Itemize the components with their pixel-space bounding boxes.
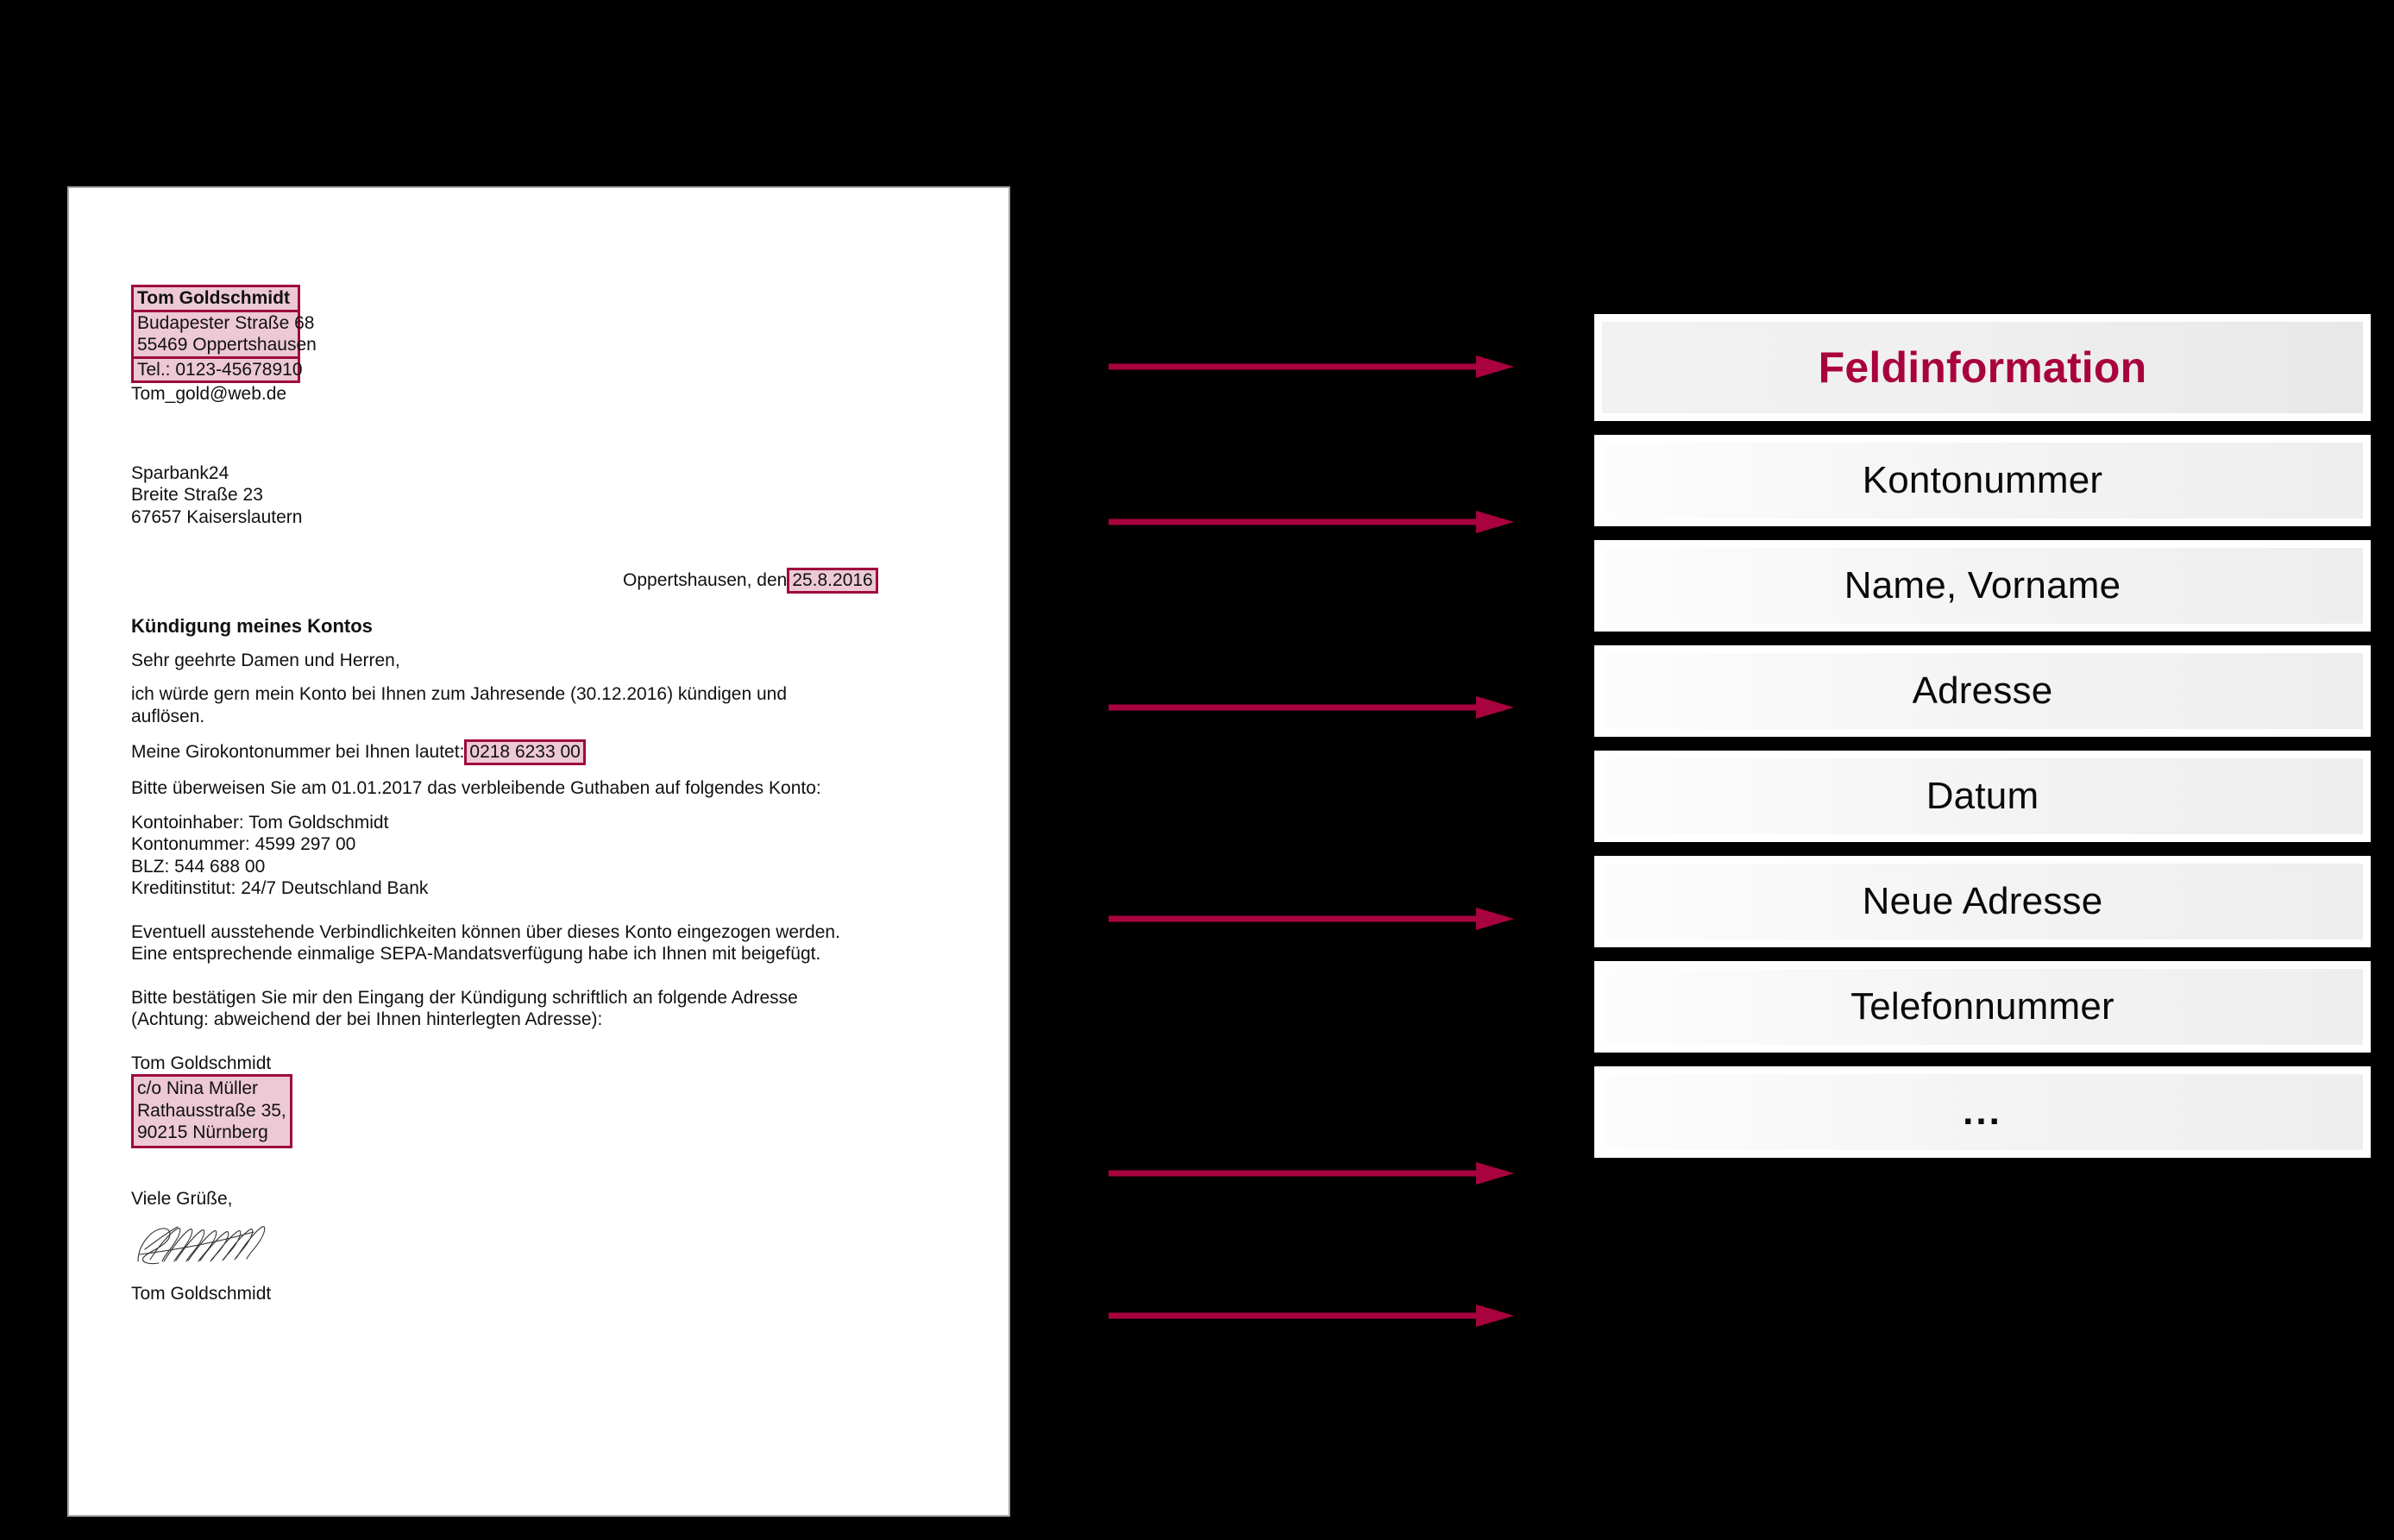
recipient-line-3: 67657 Kaiserslautern	[131, 506, 303, 527]
field-item-inner: Kontonummer	[1602, 443, 2363, 519]
letter-document-page: Tom Goldschmidt Budapester Straße 68 554…	[67, 186, 1010, 1517]
spacer	[131, 900, 974, 921]
field-panel-title: Feldinformation	[1818, 343, 2147, 392]
paragraph-line: Eventuell ausstehende Verbindlichkeiten …	[131, 921, 840, 942]
transfer-instruction-line: Bitte überweisen Sie am 01.01.2017 das v…	[131, 778, 821, 798]
field-item-adresse[interactable]: Adresse	[1594, 645, 2371, 737]
field-item-inner: ...	[1602, 1074, 2363, 1150]
bank-detail-row: Kontoinhaber: Tom Goldschmidt	[131, 812, 389, 833]
new-address-block: Tom Goldschmidt c/o Nina Müller Rathauss…	[131, 1053, 974, 1148]
recipient-line-2: Breite Straße 23	[131, 485, 263, 505]
salutation: Sehr geehrte Damen und Herren,	[131, 650, 400, 670]
field-panel-header: Feldinformation	[1594, 314, 2371, 421]
highlight-sender-name: Tom Goldschmidt	[131, 285, 300, 312]
highlight-account-number: 0218 6233 00	[464, 739, 586, 765]
highlight-sender-address: Budapester Straße 68 55469 Oppertshausen	[131, 311, 317, 359]
field-item-label: Name, Vorname	[1844, 564, 2121, 607]
spacer	[131, 594, 974, 615]
mapping-arrow	[1109, 906, 1514, 932]
field-item-label: Neue Adresse	[1862, 880, 2103, 922]
signature-image	[137, 1226, 266, 1265]
field-item-inner: Neue Adresse	[1602, 864, 2363, 940]
spacer	[131, 671, 974, 683]
field-item-inner: Datum	[1602, 758, 2363, 834]
spacer	[131, 727, 974, 739]
paragraph-line: auflösen.	[131, 706, 205, 726]
spacer	[131, 765, 974, 777]
date-prefix: Oppertshausen, den	[623, 570, 788, 590]
field-item-datum[interactable]: Datum	[1594, 751, 2371, 842]
sender-street: Budapester Straße 68	[137, 312, 315, 333]
field-item-label: Telefonnummer	[1850, 985, 2114, 1028]
sender-address-block: Tom Goldschmidt Budapester Straße 68 554…	[131, 285, 317, 383]
highlight-sender-phone: Tel.: 0123-45678910	[131, 358, 303, 383]
field-item-label: ...	[1963, 1091, 2002, 1133]
sender-phone: Tel.: 0123-45678910	[137, 359, 303, 380]
field-item-inner: Telefonnummer	[1602, 969, 2363, 1045]
spacer	[131, 1148, 974, 1188]
recipient-address-block: Sparbank24 Breite Straße 23 67657 Kaiser…	[131, 462, 974, 529]
signature-name: Tom Goldschmidt	[131, 1284, 272, 1304]
sender-email: Tom_gold@web.de	[131, 384, 287, 404]
mapping-arrows	[1109, 0, 1566, 1540]
field-panel-header-inner: Feldinformation	[1602, 322, 2363, 413]
field-item-label: Datum	[1926, 775, 2039, 817]
paragraph-line: ich würde gern mein Konto bei Ihnen zum …	[131, 684, 788, 704]
field-item-name-vorname[interactable]: Name, Vorname	[1594, 540, 2371, 632]
field-item-telefonnummer[interactable]: Telefonnummer	[1594, 961, 2371, 1053]
new-address-street: Rathausstraße 35,	[137, 1100, 286, 1121]
spacer	[131, 405, 974, 462]
highlight-date: 25.8.2016	[787, 568, 878, 594]
paragraph-line: Eine entsprechende einmalige SEPA-Mandat…	[131, 944, 821, 964]
new-address-name: Tom Goldschmidt	[131, 1053, 272, 1073]
sender-name: Tom Goldschmidt	[137, 288, 290, 308]
field-information-panel: Feldinformation Kontonummer Name, Vornam…	[1594, 314, 2371, 1158]
bank-detail-row: Kontonummer: 4599 297 00	[131, 834, 356, 854]
paragraph-line: Bitte bestätigen Sie mir den Eingang der…	[131, 987, 798, 1008]
new-address-city: 90215 Nürnberg	[137, 1122, 268, 1142]
field-item-label: Kontonummer	[1862, 459, 2103, 501]
paragraph-sepa: Eventuell ausstehende Verbindlichkeiten …	[131, 921, 974, 965]
spacer	[131, 638, 974, 650]
spacer	[131, 800, 974, 812]
spacer	[131, 528, 974, 568]
giro-account-line: Meine Girokontonummer bei Ihnen lautet:0…	[131, 739, 974, 765]
paragraph-cancellation: ich würde gern mein Konto bei Ihnen zum …	[131, 683, 974, 727]
closing-greeting: Viele Grüße,	[131, 1188, 233, 1209]
field-item-inner: Adresse	[1602, 653, 2363, 729]
field-item-label: Adresse	[1912, 669, 2053, 712]
field-item-neue-adresse[interactable]: Neue Adresse	[1594, 856, 2371, 947]
paragraph-line: (Achtung: abweichend der bei Ihnen hinte…	[131, 1009, 603, 1029]
letter-subject: Kündigung meines Kontos	[131, 615, 373, 637]
spacer	[131, 965, 974, 987]
paragraph-confirmation: Bitte bestätigen Sie mir den Eingang der…	[131, 987, 974, 1031]
mapping-arrow	[1109, 354, 1514, 380]
highlight-new-address: c/o Nina Müller Rathausstraße 35, 90215 …	[131, 1074, 292, 1148]
sender-city: 55469 Oppertshausen	[137, 335, 317, 355]
bank-details-block: Kontoinhaber: Tom Goldschmidt Kontonumme…	[131, 812, 974, 900]
field-item-inner: Name, Vorname	[1602, 548, 2363, 624]
mapping-arrow	[1109, 1160, 1514, 1186]
bank-detail-row: Kreditinstitut: 24/7 Deutschland Bank	[131, 878, 429, 898]
field-item-kontonummer[interactable]: Kontonummer	[1594, 435, 2371, 526]
mapping-arrow	[1109, 509, 1514, 535]
giro-account-prefix: Meine Girokontonummer bei Ihnen lautet:	[131, 742, 465, 762]
mapping-arrow	[1109, 695, 1514, 720]
mapping-arrow	[1109, 1303, 1514, 1329]
spacer	[131, 1031, 974, 1053]
bank-detail-row: BLZ: 544 688 00	[131, 856, 266, 877]
field-item-more[interactable]: ...	[1594, 1066, 2371, 1158]
recipient-line-1: Sparbank24	[131, 462, 229, 483]
letter-content: Tom Goldschmidt Budapester Straße 68 554…	[131, 285, 974, 1305]
new-address-co: c/o Nina Müller	[137, 1078, 259, 1098]
